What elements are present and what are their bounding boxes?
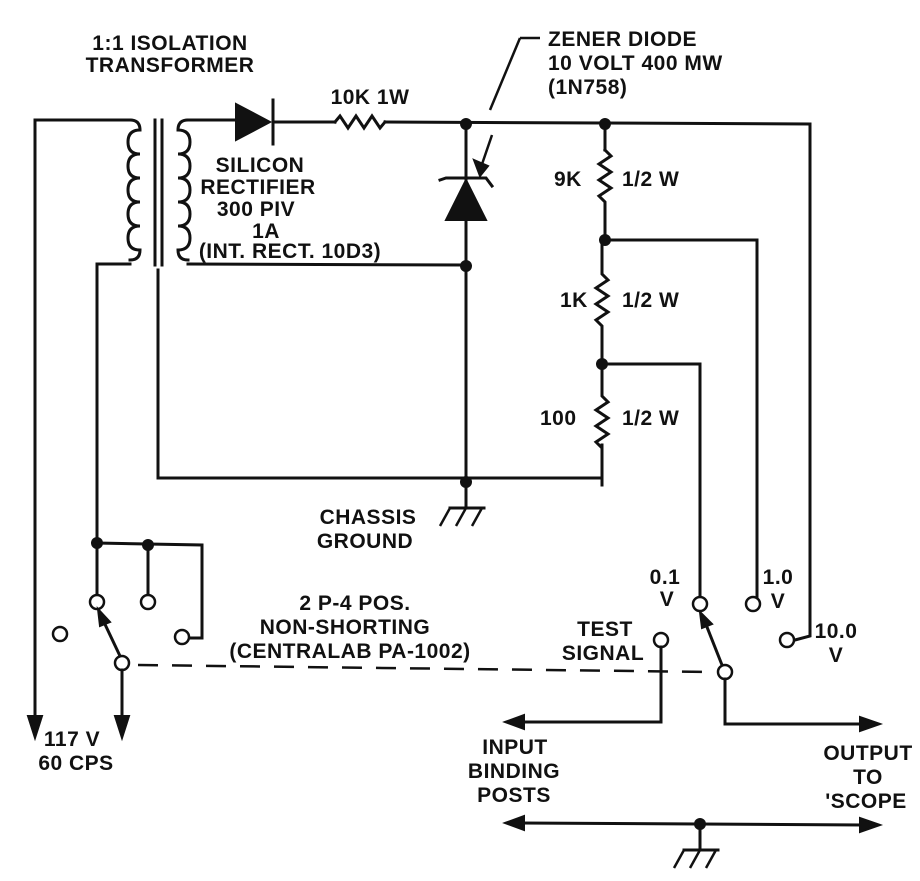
pos-10v-label-2: V [829, 644, 844, 667]
resistor-100 [593, 360, 611, 487]
tap-10v-wire [793, 122, 812, 642]
secondary-return-wire [186, 262, 468, 267]
switch-b-contact-test [652, 631, 670, 649]
zener-diode [438, 134, 495, 221]
junction-dot [596, 358, 608, 370]
output-signal-wire [723, 677, 864, 726]
input-label-1: INPUT [482, 736, 548, 759]
test-signal-label-1: TEST [577, 618, 633, 641]
primary-to-switch-wire [95, 262, 132, 599]
zener-leader-line [488, 37, 522, 111]
rectifier-label-5: (INT. RECT. 10D3) [199, 240, 381, 263]
switch-gang-link [137, 663, 713, 674]
resistor-10k-label: 10K 1W [331, 86, 410, 109]
pos-10v-label-1: 10.0 [815, 620, 858, 643]
r100-power: 1/2 W [622, 407, 679, 430]
output-label-3: 'SCOPE [825, 790, 907, 813]
r9k-value: 9K [554, 168, 582, 191]
mains-arrow-1 [26, 715, 44, 742]
transformer-label-1: 1:1 ISOLATION [92, 32, 247, 55]
switch-b-wiper [716, 663, 734, 681]
chassis-ground-label-2: GROUND [317, 530, 413, 553]
rectifier-label-3: 300 PIV [217, 198, 295, 221]
transformer-label-2: TRANSFORMER [86, 54, 255, 77]
r1k-value: 1K [560, 289, 588, 312]
mains-arrow-2 [113, 715, 131, 742]
switch-label-2: NON-SHORTING [260, 616, 431, 639]
switch-a-arm-arrow [96, 606, 112, 628]
junction-dot [460, 118, 472, 130]
rectifier-label-4: 1A [252, 220, 280, 243]
chassis-ground-symbol [438, 480, 486, 527]
pos-01v-label-1: 0.1 [650, 566, 681, 589]
pos-01v-label-2: V [660, 588, 675, 611]
output-arrow-bottom [859, 816, 884, 834]
chassis-ground-label-1: CHASSIS [320, 506, 417, 529]
primary-coil [126, 118, 142, 262]
top-rail-wire [383, 120, 812, 126]
switch-label-1: 2 P-4 POS. [299, 592, 410, 615]
switch-b-contact-1v [744, 595, 762, 613]
switch-b-arm [703, 620, 724, 667]
zener-label-1: ZENER DIODE [548, 28, 697, 51]
ground-bus-wire [518, 821, 864, 827]
switch-a-contact-3 [173, 628, 191, 646]
switch-a-wiper [113, 654, 131, 672]
output-label-1: OUTPUT [823, 742, 912, 765]
resistor-1k [593, 238, 611, 366]
rectifier-label-2: RECTIFIER [200, 176, 315, 199]
mains-label-2: 60 CPS [38, 752, 113, 775]
junction-dot [460, 260, 472, 272]
switch-a-contact-4 [51, 625, 69, 643]
mains-wire-1 [33, 118, 132, 720]
isolation-transformer [126, 118, 192, 267]
switch-b-contact-01v [691, 595, 709, 613]
switch-label-3: (CENTRALAB PA-1002) [229, 640, 470, 663]
pos-1v-label-1: 1.0 [763, 566, 794, 589]
input-label-3: POSTS [477, 784, 551, 807]
secondary-coil [176, 118, 192, 262]
zener-label-3: (1N758) [548, 76, 627, 99]
output-label-2: TO [853, 766, 883, 789]
ground-return-wire [156, 268, 604, 480]
ground-symbol [672, 822, 720, 869]
zener-label-2: 10 VOLT 400 MW [548, 52, 723, 75]
input-signal-wire [518, 645, 663, 724]
silicon-rectifier-diode [235, 98, 275, 146]
r100-value: 100 [540, 407, 577, 430]
mains-label-1: 117 V [44, 728, 100, 751]
input-arrow-top [502, 713, 525, 731]
test-signal-label-2: SIGNAL [562, 642, 644, 665]
tap-1v-wire [603, 238, 759, 600]
resistor-9k [596, 147, 614, 240]
junction-dot [599, 118, 611, 130]
switch-b-arm-arrow [698, 609, 714, 630]
junction-dot [599, 234, 611, 246]
output-arrow-top [859, 715, 884, 733]
r1k-power: 1/2 W [622, 289, 679, 312]
resistor-10k [332, 113, 388, 131]
tap-01v-wire [600, 362, 702, 600]
pos-1v-label-2: V [771, 590, 786, 613]
rectifier-label-1: SILICON [216, 154, 305, 177]
r9k-power: 1/2 W [622, 168, 679, 191]
input-label-2: BINDING [468, 760, 560, 783]
input-arrow-bottom [502, 814, 525, 832]
switch-a-contact-2 [139, 593, 157, 611]
switch-b-contact-10v [778, 631, 796, 649]
